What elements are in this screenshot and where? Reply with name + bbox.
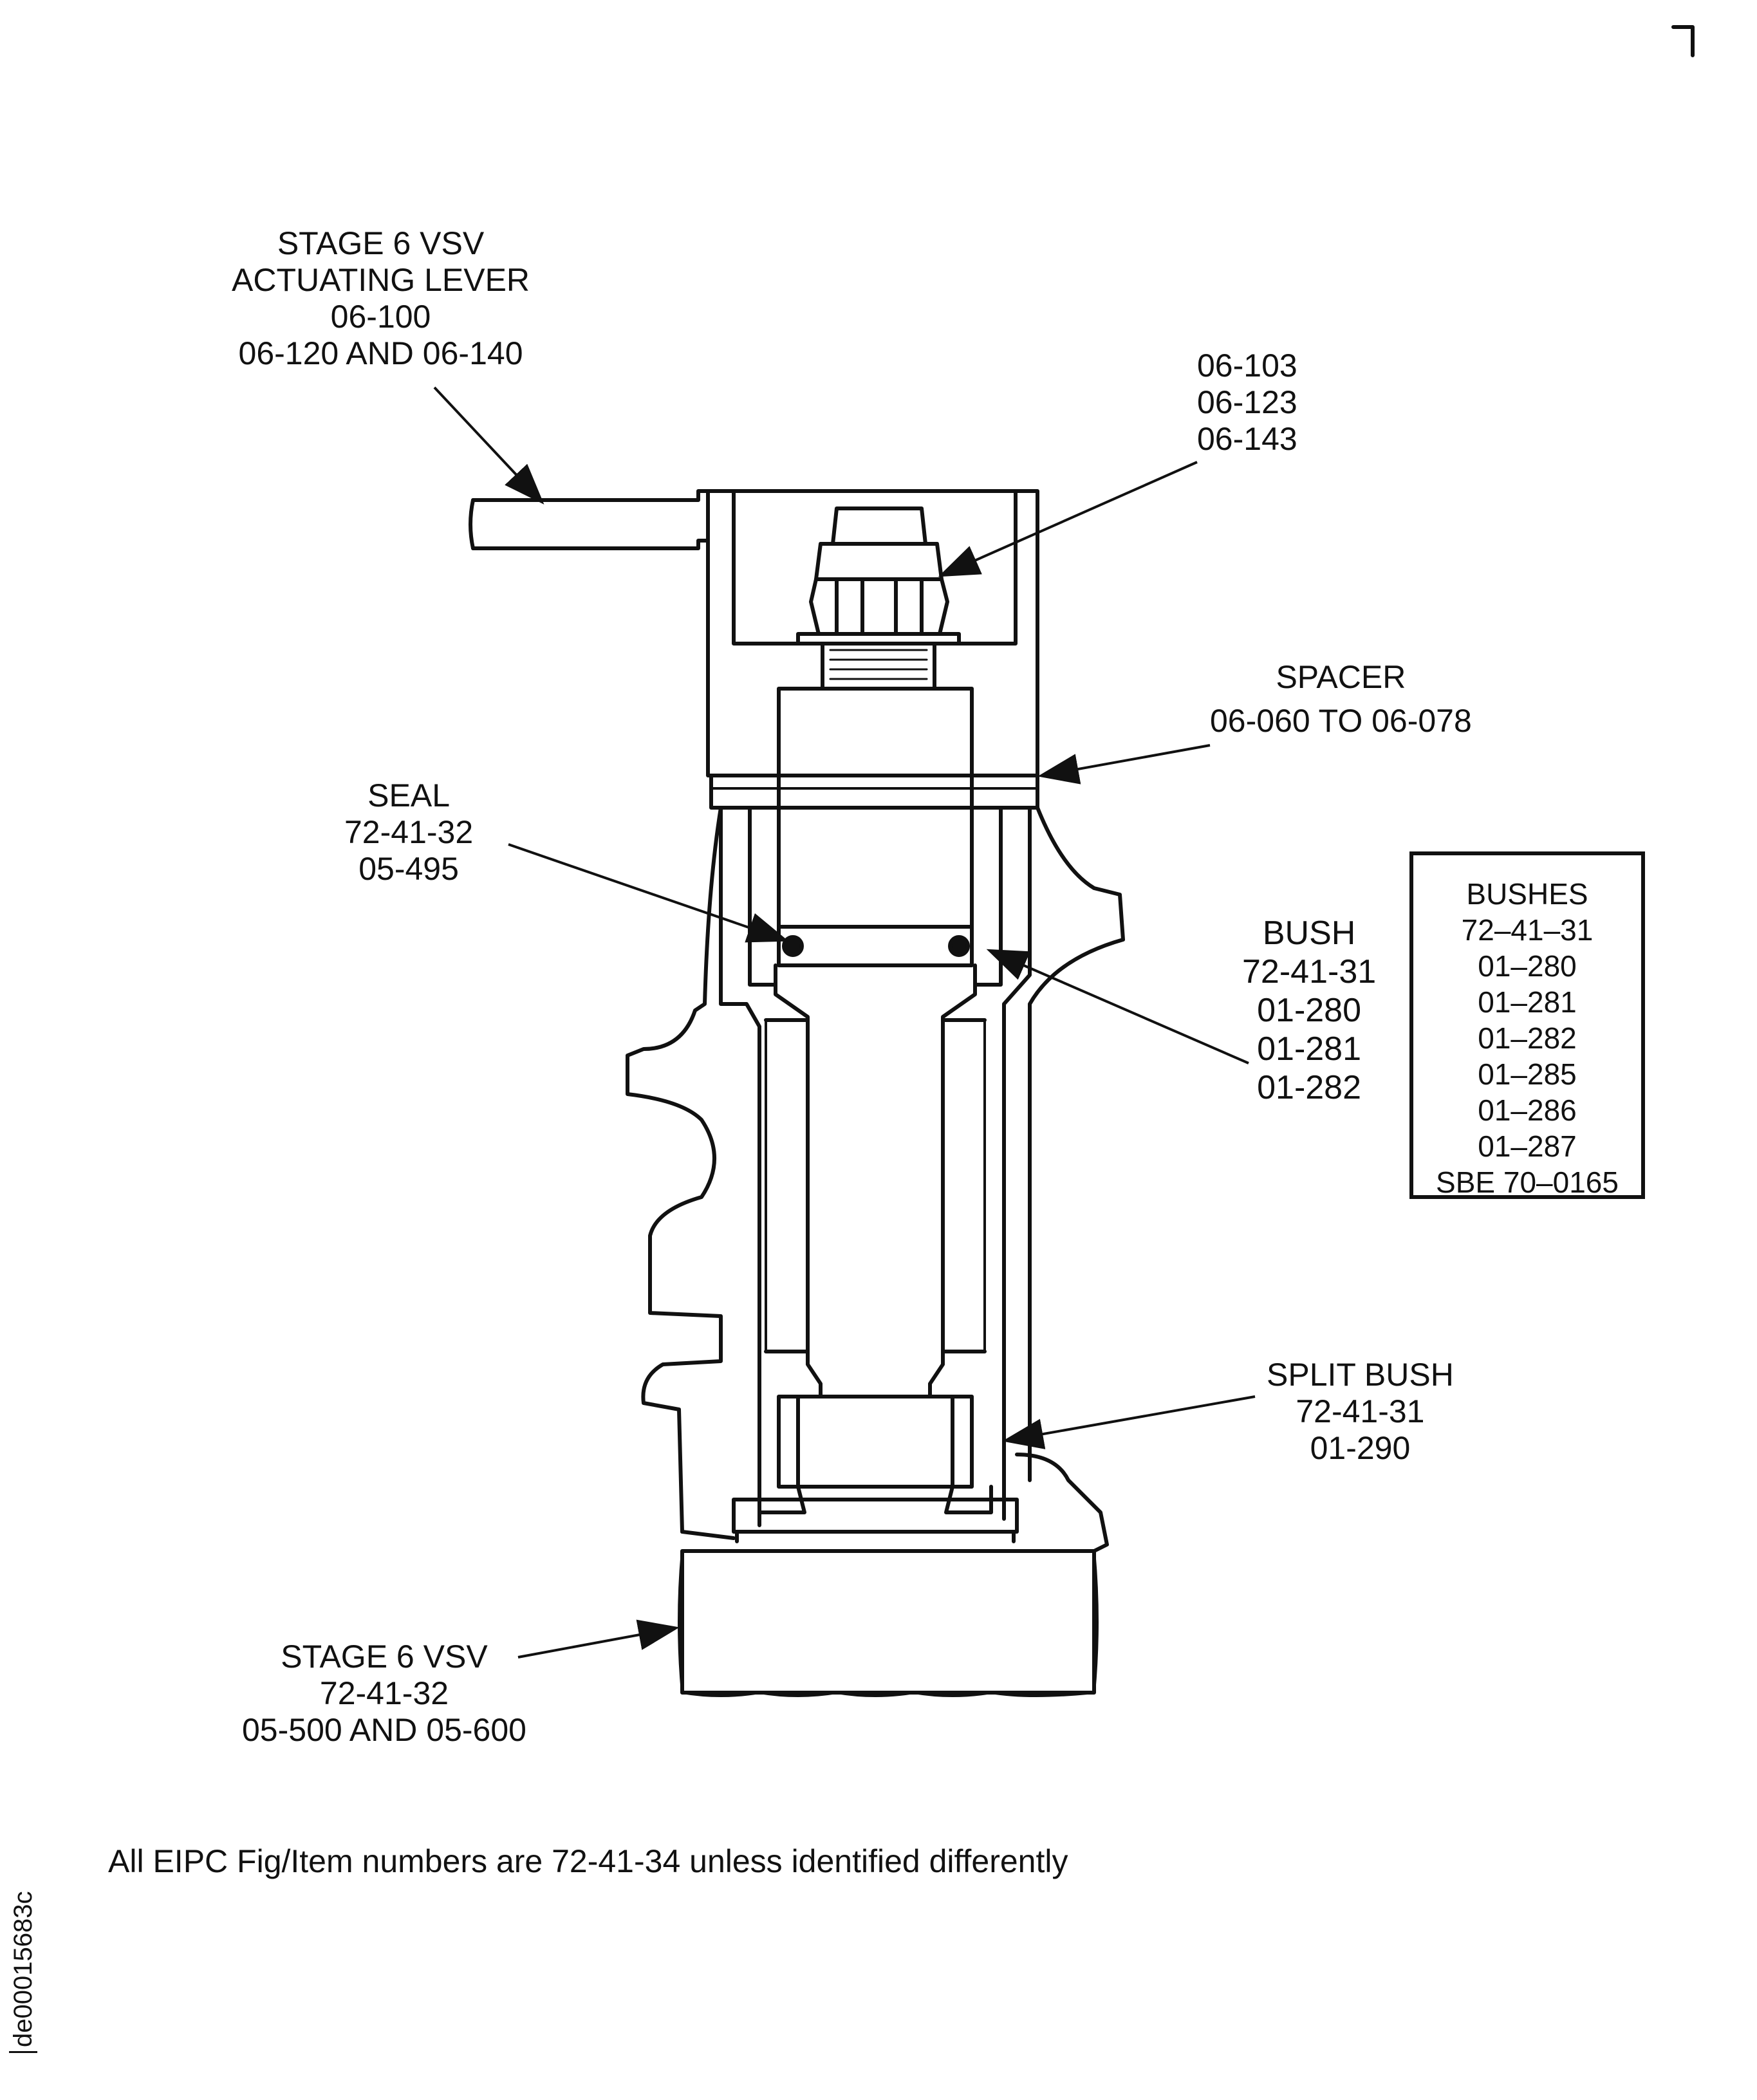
bushes-box-line: 01–285 xyxy=(1478,1057,1577,1091)
case-profile-left xyxy=(626,806,736,1540)
stage6-vsv-label: STAGE 6 VSV 72-41-32 05-500 AND 05-600 xyxy=(242,1639,526,1749)
bush xyxy=(774,963,823,1398)
label-line: 01-281 xyxy=(1257,1030,1362,1068)
label-line: 06-103 xyxy=(1197,348,1297,384)
label-line: 06-100 xyxy=(330,299,431,335)
lever-leader xyxy=(433,386,544,505)
bushes-box-line: SBE 70–0165 xyxy=(1436,1166,1619,1199)
spacer-label: SPACER 06-060 TO 06-078 xyxy=(1210,655,1472,743)
nut-label: 06-103 06-123 06-143 xyxy=(1197,348,1297,458)
label-line: 72-41-32 xyxy=(319,1675,449,1711)
label-line: 01-280 xyxy=(1257,992,1362,1029)
label-line: SPACER xyxy=(1276,659,1406,695)
seal-ring xyxy=(777,925,974,967)
bushes-box-line: 72–41–31 xyxy=(1461,913,1594,947)
label-line: 72-41-31 xyxy=(1242,953,1377,990)
split-bush xyxy=(777,1395,974,1489)
split-bush-leader xyxy=(1002,1395,1256,1449)
label-line: BUSH xyxy=(1262,915,1356,952)
bushes-box-line: 01–286 xyxy=(1478,1093,1577,1127)
seal-right xyxy=(948,935,970,957)
label-line: 06-060 TO 06-078 xyxy=(1210,703,1472,739)
bush-leader xyxy=(986,949,1249,1064)
casing-wall-left xyxy=(719,806,761,1527)
vsv-leader xyxy=(517,1619,680,1659)
seal-left xyxy=(782,935,804,957)
footer-note: All EIPC Fig/Item numbers are 72-41-34 u… xyxy=(108,1843,1068,1879)
nut xyxy=(796,506,961,691)
label-line: STAGE 6 VSV xyxy=(277,225,485,261)
label-line: 05-495 xyxy=(358,851,459,887)
label-line: 06-143 xyxy=(1197,421,1297,457)
label-line: 72-41-32 xyxy=(344,814,474,850)
spacer xyxy=(709,774,1039,810)
bushes-box-line: 01–282 xyxy=(1478,1021,1577,1055)
bushes-box-line: 01–287 xyxy=(1478,1129,1577,1163)
drawing-id: de00015683c xyxy=(9,1891,37,2053)
stage6-vsv-vane xyxy=(680,1549,1096,1695)
bushes-box-line: 01–281 xyxy=(1478,985,1577,1019)
label-line: ACTUATING LEVER xyxy=(232,262,530,298)
label-line: 01-290 xyxy=(1310,1430,1411,1466)
spacer-leader xyxy=(1037,744,1211,785)
bushes-box-line: 01–280 xyxy=(1478,949,1577,983)
bush-label: BUSH 72-41-31 01-280 01-281 01-282 xyxy=(1242,914,1376,1107)
label-line: 01-282 xyxy=(1257,1069,1362,1106)
corner-mark xyxy=(1671,25,1695,57)
label-line: 06-120 AND 06-140 xyxy=(238,335,523,371)
nut-leader xyxy=(938,461,1198,577)
seal-label: SEAL 72-41-32 05-495 xyxy=(344,777,473,887)
casing-wall-right xyxy=(1002,806,1032,1521)
bushes-list-box: BUSHES 72–41–31 01–280 01–281 01–282 01–… xyxy=(1409,851,1645,1199)
actuating-lever-label: STAGE 6 VSV ACTUATING LEVER 06-100 06-12… xyxy=(232,225,530,372)
seal-leader xyxy=(508,843,789,943)
label-line: SEAL xyxy=(367,777,450,813)
label-line: 06-123 xyxy=(1197,384,1297,420)
bushes-box-line: BUSHES xyxy=(1466,877,1588,911)
label-line: SPLIT BUSH xyxy=(1267,1357,1454,1393)
label-line: 05-500 AND 05-600 xyxy=(242,1712,526,1748)
split-bush-label: SPLIT BUSH 72-41-31 01-290 xyxy=(1267,1357,1454,1467)
label-line: 72-41-31 xyxy=(1296,1393,1425,1429)
label-line: STAGE 6 VSV xyxy=(281,1639,488,1675)
actuating-lever xyxy=(471,489,710,550)
case-profile-right xyxy=(1028,806,1125,1482)
